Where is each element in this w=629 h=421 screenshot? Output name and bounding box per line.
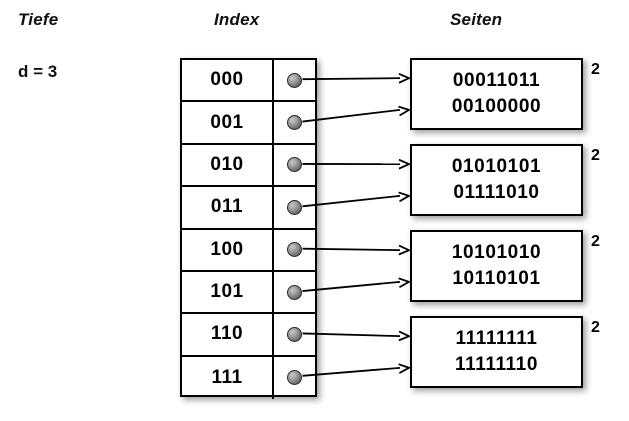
arrowhead-icon [398, 105, 412, 117]
index-row[interactable]: 110 [182, 314, 315, 357]
index-row[interactable]: 111 [182, 356, 315, 399]
filled-dot-icon [287, 284, 302, 300]
arrowhead-icon [398, 158, 412, 170]
index-row[interactable]: 011 [182, 187, 315, 230]
filled-dot-icon [287, 157, 302, 173]
page-record-line: 00011011 [452, 69, 541, 91]
index-pointer-cell[interactable] [272, 102, 315, 143]
filled-dot-icon [287, 370, 302, 386]
filled-dot-icon [287, 72, 302, 88]
index-pointer-cell[interactable] [272, 271, 315, 313]
page-box: 10101010 10110101 [410, 230, 583, 302]
arrowhead-icon [398, 191, 412, 203]
index-table: 000 001 010 011 100 101 110 111 [180, 58, 317, 399]
index-key-label: 010 [210, 153, 244, 175]
index-key-label: 101 [210, 281, 244, 303]
pointer-arrow [302, 244, 412, 256]
pointer-arrow [302, 105, 412, 123]
page-count-label: 2 [591, 147, 600, 164]
index-key-label: 001 [210, 111, 244, 133]
page-count-label: 2 [591, 61, 600, 78]
pointer-arrow [302, 191, 412, 208]
page-box: 11111111 11111110 [410, 316, 583, 388]
index-pointer-cell[interactable] [272, 229, 315, 270]
page-box: 01010101 01111010 [410, 144, 583, 216]
index-pointer-cell[interactable] [272, 187, 315, 228]
page-record-line: 11111111 [455, 327, 538, 349]
page-record-line: 10101010 [451, 241, 542, 263]
page-box: 00011011 00100000 [410, 58, 583, 130]
index-key-label: 110 [210, 323, 244, 345]
column-heading-seiten: Seiten [450, 10, 503, 29]
depth-value-label: d = 3 [18, 62, 58, 81]
arrowhead-icon [398, 330, 412, 342]
index-key-label: 111 [211, 366, 243, 388]
column-heading-index: Index [214, 10, 260, 29]
index-row[interactable]: 100 [182, 229, 315, 272]
filled-dot-icon [287, 115, 302, 131]
index-pointer-cell[interactable] [272, 356, 315, 399]
pointer-arrow [302, 72, 412, 84]
index-key-label: 000 [210, 69, 244, 91]
index-row[interactable]: 010 [182, 144, 315, 188]
page-record-line: 00100000 [451, 96, 542, 117]
index-key-label: 100 [210, 238, 244, 260]
page-record-line: 01111010 [453, 182, 540, 203]
page-record-line: 11111110 [454, 354, 539, 375]
column-heading-tiefe: Tiefe [18, 10, 59, 29]
filled-dot-icon [287, 326, 302, 342]
pointer-arrow [302, 363, 412, 377]
page-count-label: 2 [591, 233, 600, 250]
arrowhead-icon [398, 363, 412, 374]
arrowhead-icon [398, 277, 412, 289]
index-row[interactable]: 001 [182, 102, 315, 145]
index-pointer-cell[interactable] [272, 144, 315, 186]
index-row[interactable]: 101 [182, 271, 315, 315]
index-pointer-cell[interactable] [272, 60, 315, 101]
index-row[interactable]: 000 [182, 60, 315, 103]
page-record-line: 01010101 [451, 155, 542, 177]
page-count-label: 2 [591, 319, 600, 336]
arrowhead-icon [398, 72, 412, 84]
filled-dot-icon [287, 242, 302, 258]
pointer-arrow [302, 158, 412, 170]
page-record-line: 10110101 [452, 268, 541, 289]
index-pointer-cell[interactable] [272, 314, 315, 355]
pointer-arrow [302, 277, 412, 292]
pointer-arrow [302, 330, 412, 342]
arrowhead-icon [398, 244, 412, 256]
index-key-label: 011 [210, 196, 244, 218]
filled-dot-icon [287, 199, 302, 215]
